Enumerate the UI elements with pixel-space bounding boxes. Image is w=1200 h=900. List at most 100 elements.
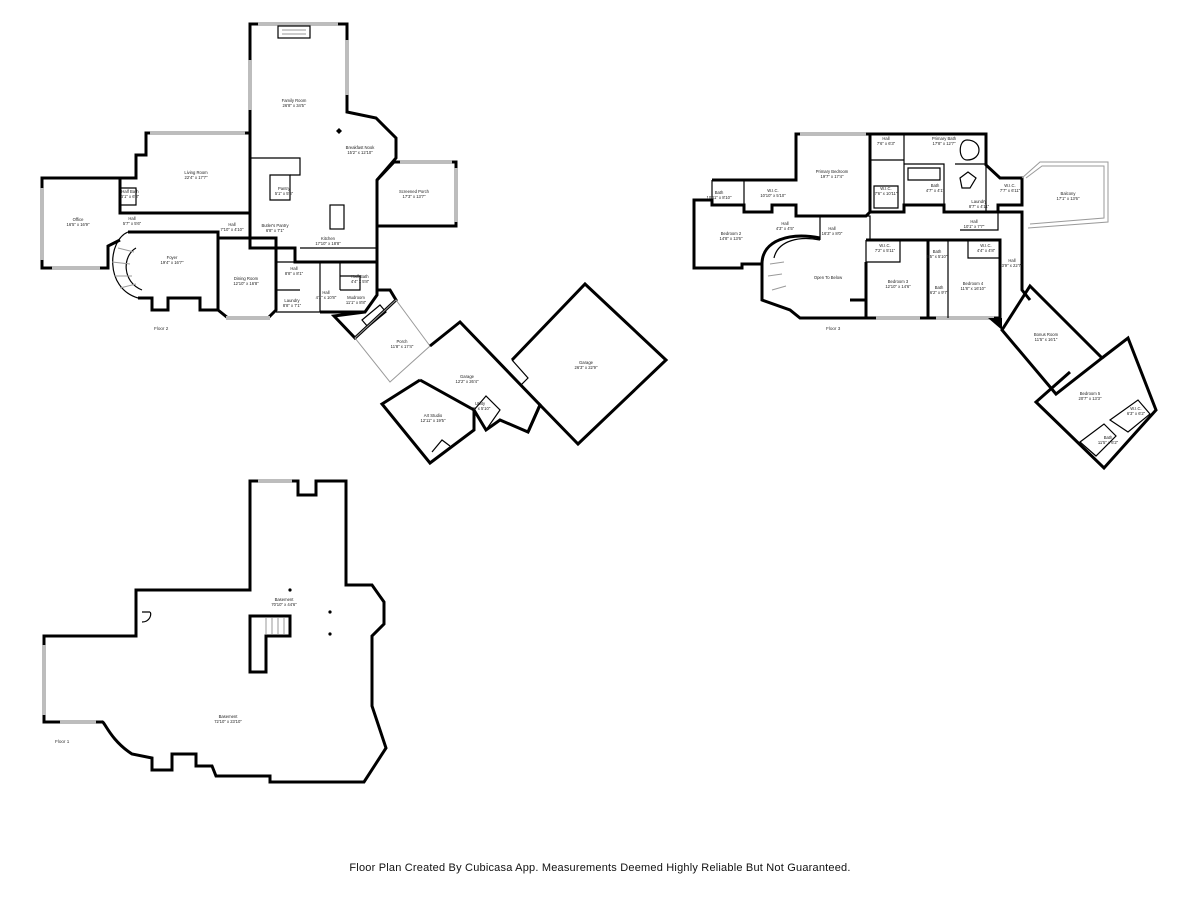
room-dim-family-room: 26'8" x 34'5": [283, 103, 306, 108]
room-dim-balcony: 17'1" x 13'6": [1057, 196, 1080, 201]
room-dim-half-bath-2: 4'4" x 5'8": [351, 279, 370, 284]
room-label-family-room: Family Room: [282, 98, 307, 103]
room-dim-primary-bath: 17'8" x 12'7": [933, 141, 956, 146]
room-label-bath-1: Bath: [715, 190, 724, 195]
half-bath-1-walls: [120, 187, 137, 206]
room-dim-half-bath-1: 6'1" x 6'8": [121, 194, 140, 199]
room-label-hall-9: Hall: [1008, 258, 1015, 263]
room-dim-bedroom-2: 14'8" x 13'6": [720, 236, 743, 241]
room-label-screened-porch: Screened Porch: [399, 189, 430, 194]
floor-2-plan: [40, 22, 669, 466]
fireplace-icon: [277, 25, 311, 39]
room-dim-bedroom-5: 20'7" x 13'3": [1079, 396, 1102, 401]
room-dim-hall-6: 10'1" x 7'7": [964, 224, 985, 229]
room-label-hall-8: Hall: [828, 226, 835, 231]
room-label-primary-bedroom: Primary Bedroom: [816, 169, 849, 174]
wall-corner-fill: [988, 318, 1002, 330]
pantry-walls: [269, 174, 291, 201]
room-dim-basement-upper: 70'10" x 44'6": [271, 602, 297, 607]
room-dim-hall-2: 7'10" x 4'10": [221, 227, 244, 232]
room-label-garage-2: Garage: [579, 360, 594, 365]
room-label-bath-3: Bath: [933, 249, 942, 254]
room-label-mudroom: Mudroom: [347, 295, 365, 300]
room-dim-hall-4: 4'1" x 10'8": [316, 295, 337, 300]
room-dim-garage-1: 12'2" x 26'4": [456, 379, 479, 384]
room-label-hall-5: Hall: [882, 136, 889, 141]
room-label-bedroom-3: Bedroom 3: [888, 279, 909, 284]
room-label-bonus-room: Bonus Room: [1034, 332, 1059, 337]
room-dim-hall-1: 5'7" x 5'6": [123, 221, 142, 226]
room-label-basement-upper: Basement: [275, 597, 295, 602]
room-label-hall-1: Hall: [128, 216, 135, 221]
support-post-icon: [288, 588, 292, 592]
garage-1-walls: [419, 319, 542, 434]
room-label-wic-1: W.I.C.: [767, 188, 778, 193]
room-dim-breakfast-nook: 15'2" x 12'10": [347, 150, 373, 155]
room-label-art-studio: Art Studio: [424, 413, 443, 418]
floor-label-3: Floor 3: [826, 326, 841, 331]
room-label-half-bath-2: Half Bath: [351, 274, 369, 279]
room-dim-mudroom: 11'1" x 8'8": [346, 300, 367, 305]
room-dim-porch: 11'8" x 17'4": [391, 344, 414, 349]
room-label-office: Office: [73, 217, 85, 222]
room-dim-wic-4: 7'2" x 5'11": [875, 248, 896, 253]
room-dim-bath-3: 5'5" x 5'10": [927, 254, 948, 259]
room-label-open-to-below: Open To Below: [814, 275, 843, 280]
bonus-room-walls: [1000, 283, 1105, 397]
room-dim-bath-4: 6'2" x 9'7": [930, 290, 949, 295]
floor-2-labels: Family Room 26'8" x 34'5" Breakfast Nook…: [67, 98, 598, 423]
room-dim-butlers-pantry: 6'8" x 7'1": [266, 228, 285, 233]
spiral-stair: [112, 231, 139, 299]
room-dim-office: 16'5" x 16'9": [67, 222, 90, 227]
room-dim-bath-2: 4'7" x 4'1": [926, 188, 945, 193]
room-label-kitchen: Kitchen: [321, 236, 336, 241]
floor-1-plan: [42, 479, 388, 784]
support-post-icon: [328, 632, 332, 636]
room-dim-wic-6: 6'3" x 6'2": [1127, 411, 1146, 416]
room-label-wic-5: W.I.C.: [980, 243, 991, 248]
room-label-butlers-pantry: Butler's Pantry: [261, 223, 289, 228]
footer-disclaimer: Floor Plan Created By Cubicasa App. Meas…: [349, 862, 851, 874]
floor-3-west-walls: [692, 132, 872, 270]
room-label-bath-4: Bath: [935, 285, 944, 290]
room-label-hall-2: Hall: [228, 222, 235, 227]
bedroom-5-walls: [1033, 335, 1158, 471]
room-label-living-room: Living Room: [184, 170, 208, 175]
room-dim-garage-2: 26'3" x 22'9": [575, 365, 598, 370]
room-dim-wic-2: 7'6" x 10'11": [875, 191, 898, 196]
basement-walls: [42, 479, 388, 784]
room-dim-hall-5: 7'6" x 6'3": [877, 141, 896, 146]
foyer-walls: [128, 230, 220, 312]
garage-2-walls: [510, 281, 669, 447]
room-label-laundry-1: Laundry: [284, 298, 300, 303]
kitchen-island: [329, 204, 345, 230]
room-label-balcony: Balcony: [1061, 191, 1077, 196]
room-dim-bedroom-4: 11'8" x 16'10": [961, 286, 986, 291]
room-dim-wic-1: 10'10" x 5'10": [760, 193, 786, 198]
room-dim-living-room: 22'4" x 17'7": [185, 175, 208, 180]
room-label-primary-bath: Primary Bath: [932, 136, 957, 141]
room-label-hall-4: Hall: [322, 290, 329, 295]
room-dim-hall-9: 3'9" x 22'7": [1002, 263, 1023, 268]
room-label-laundry-2: Laundry: [971, 199, 987, 204]
room-label-dining-room: Dining Room: [234, 276, 259, 281]
room-dim-laundry-1: 8'8" x 7'1": [283, 303, 302, 308]
room-dim-wic-5: 4'4" x 4'8": [977, 248, 996, 253]
basement-stair-walls: [248, 614, 292, 674]
room-dim-bonus-room: 11'5" x 16'1": [1035, 337, 1058, 342]
room-label-pantry: Pantry: [278, 186, 291, 191]
floor-3-plan: [692, 132, 1158, 471]
room-dim-hall-7: 4'3" x 4'5": [776, 226, 795, 231]
room-dim-art-studio: 12'11" x 19'5": [421, 418, 446, 423]
room-label-porch: Porch: [397, 339, 409, 344]
room-dim-bedroom-3: 12'10" x 14'6": [885, 284, 911, 289]
floor-3-labels: W.I.C. 10'10" x 5'10" Bath 10'11" x 8'10…: [707, 136, 1146, 445]
room-label-bedroom-2: Bedroom 2: [721, 231, 742, 236]
room-dim-basement-lower: 72'10" x 23'10": [214, 719, 242, 724]
room-label-hall-6: Hall: [970, 219, 977, 224]
laundry-2-walls: [959, 171, 977, 189]
room-label-bath-2: Bath: [931, 183, 940, 188]
living-room-walls: [118, 131, 250, 215]
room-dim-screened-porch: 17'3" x 13'7": [403, 194, 426, 199]
room-label-utility: Utility: [475, 401, 486, 406]
